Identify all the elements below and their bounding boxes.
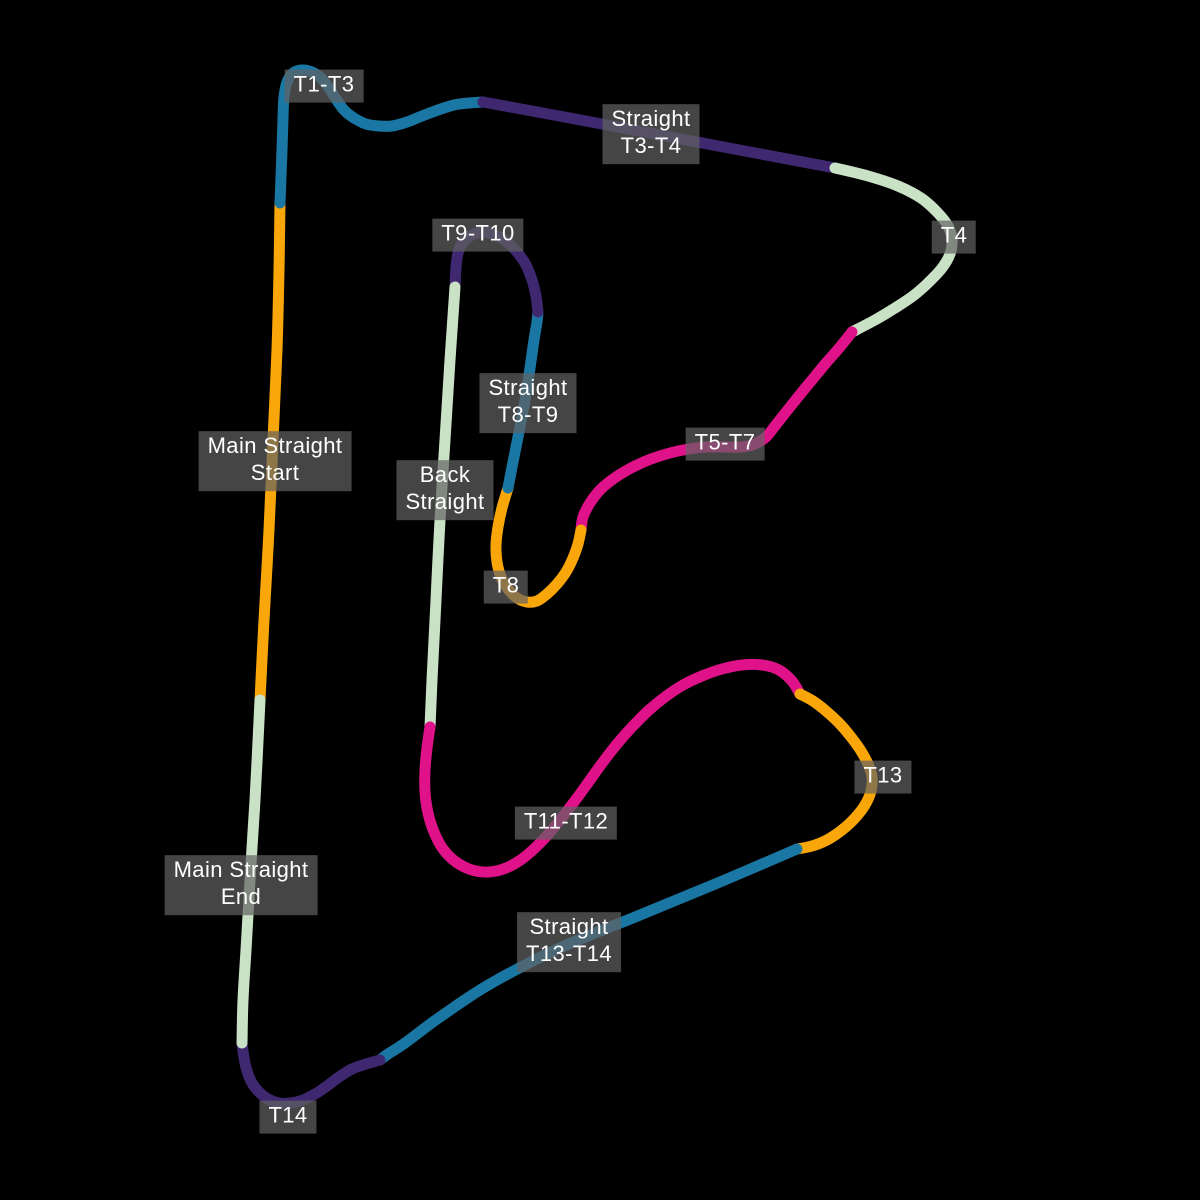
label-straight-t3-t4: Straight T3-T4 — [602, 104, 700, 164]
label-back-straight: Back Straight — [396, 460, 494, 520]
label-t14: T14 — [259, 1100, 317, 1134]
label-main-straight-end: Main Straight End — [164, 855, 318, 915]
segment-turns-t11-t12 — [419, 658, 806, 878]
label-t11-t12: T11-T12 — [514, 806, 618, 840]
label-straight-t13-t14: Straight T13-T14 — [517, 912, 621, 972]
segment-straight-t13-t14 — [374, 843, 803, 1066]
label-t8: T8 — [483, 570, 529, 604]
label-t13: T13 — [854, 760, 912, 794]
label-t1-t3: T1-T3 — [284, 69, 364, 103]
label-t9-t10: T9-T10 — [432, 218, 524, 252]
label-straight-t8-t9: Straight T8-T9 — [479, 373, 577, 433]
label-t4: T4 — [931, 220, 977, 254]
label-main-straight-start: Main Straight Start — [198, 431, 352, 491]
segment-turn-t14 — [236, 1037, 386, 1109]
segment-back-straight — [424, 281, 461, 733]
label-t5-t7: T5-T7 — [685, 427, 765, 461]
